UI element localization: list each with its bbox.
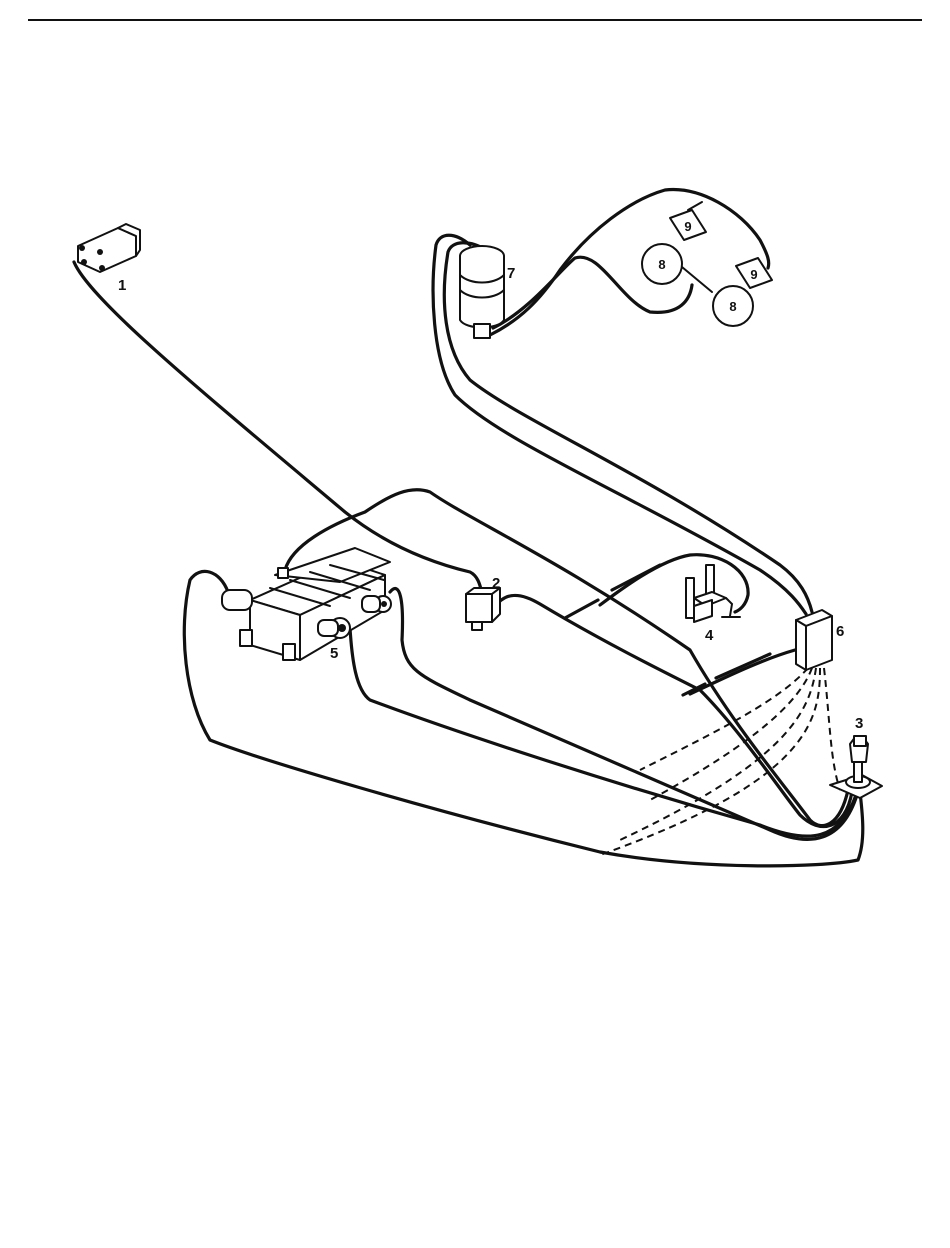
callout-8b: 8 <box>729 299 736 314</box>
callout-7: 7 <box>507 265 515 282</box>
callout-4: 4 <box>705 627 714 644</box>
callout-9a: 9 <box>684 219 691 234</box>
component-7-cylinder <box>460 246 504 338</box>
component-3-joystick <box>830 736 882 798</box>
component-1-connector <box>78 224 140 272</box>
callout-9b: 9 <box>750 267 757 282</box>
component-8a: 8 <box>642 244 682 284</box>
component-8b: 8 <box>713 286 753 326</box>
callout-5: 5 <box>330 645 338 662</box>
component-6-junction-box <box>796 610 832 670</box>
callout-6: 6 <box>836 623 844 640</box>
callout-2: 2 <box>492 575 500 592</box>
component-2-relay <box>466 588 500 630</box>
component-5-valve-block <box>222 548 391 660</box>
callout-8a: 8 <box>658 257 665 272</box>
component-9a: 9 <box>670 210 706 240</box>
component-4-switch <box>686 565 740 622</box>
callout-1: 1 <box>118 277 126 294</box>
component-9b: 9 <box>736 258 772 288</box>
callout-3: 3 <box>855 715 863 732</box>
